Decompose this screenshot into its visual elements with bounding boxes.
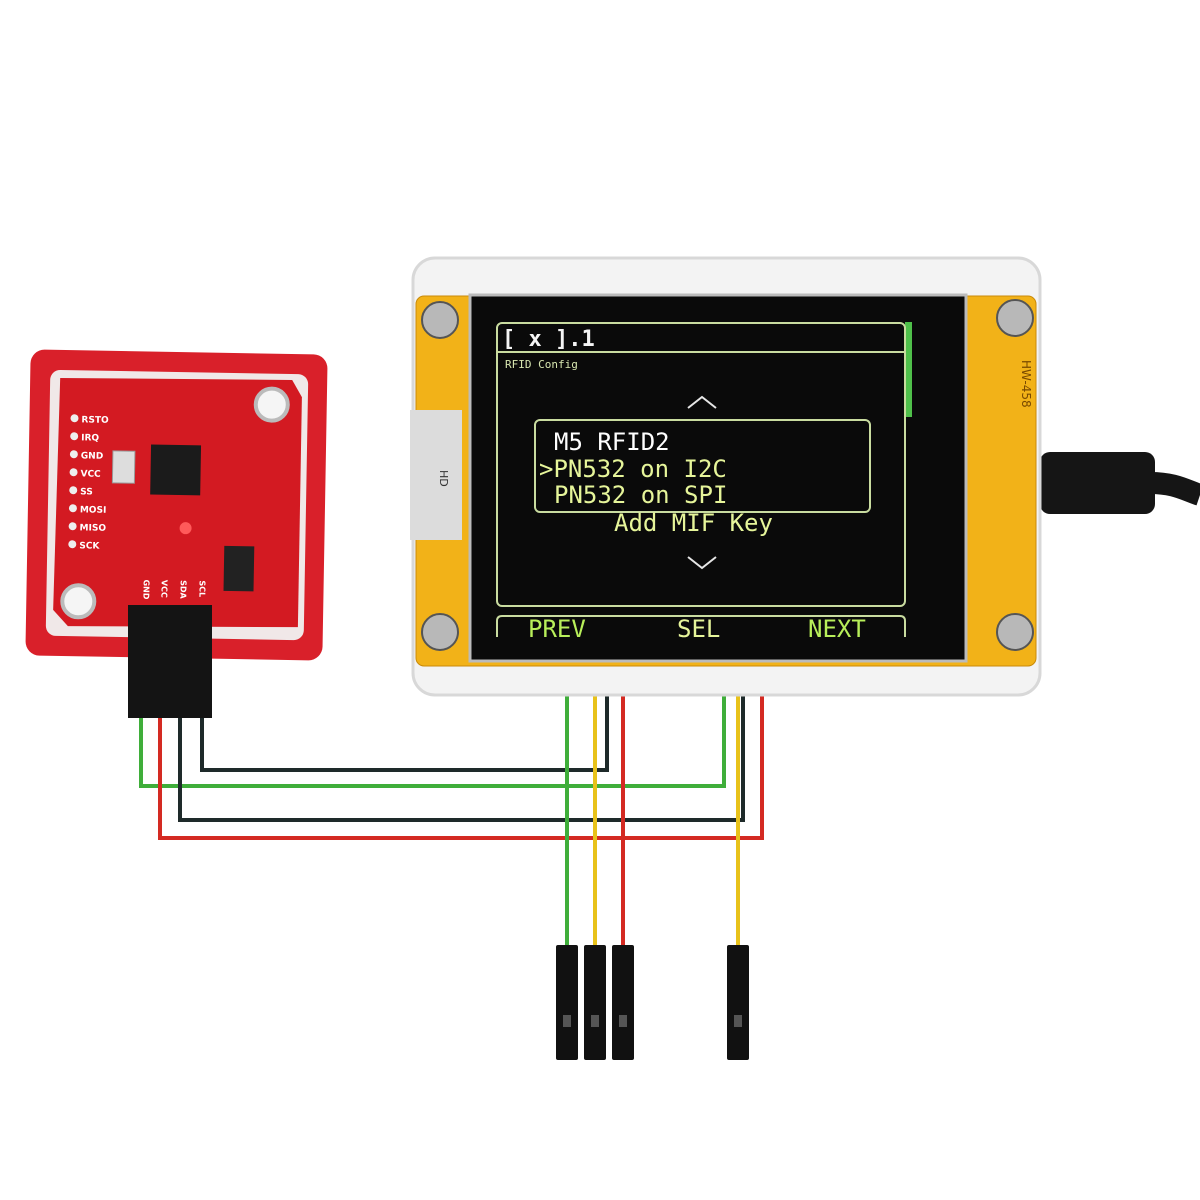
pn532-chip [150, 444, 202, 496]
scroll-up-icon[interactable] [687, 395, 717, 409]
svg-text:SS: SS [80, 487, 93, 497]
display-module: HD HW-458 [ x ].1 RFID Config M5 RFID2 >… [410, 256, 1042, 697]
svg-text:GND: GND [81, 451, 104, 461]
power-led [179, 522, 192, 535]
dip-switch [223, 545, 255, 592]
status-bar: [ x ].1 [502, 327, 595, 352]
svg-text:SCK: SCK [79, 541, 100, 551]
wires [139, 660, 764, 950]
wire-black-sda [178, 660, 745, 822]
svg-text:SCL: SCL [197, 580, 206, 597]
menu-item-add-mif-key[interactable]: Add MIF Key [614, 509, 773, 537]
wire-green-gnd [139, 660, 726, 788]
svg-text:MISO: MISO [79, 523, 106, 533]
svg-text:GND: GND [141, 579, 150, 599]
sel-button[interactable]: SEL [677, 615, 720, 643]
svg-text:RSTO: RSTO [81, 415, 109, 425]
scroll-down-icon[interactable] [687, 556, 717, 570]
pin-labels: RSTO IRQ GND VCC SS MOSI MISO SCK [68, 414, 109, 552]
screws [421, 299, 1034, 651]
board-label: HW-458 [1019, 360, 1033, 408]
svg-text:IRQ: IRQ [81, 433, 99, 443]
svg-text:VCC: VCC [80, 469, 101, 479]
lcd-screen [468, 293, 968, 663]
menu-selection-box [534, 419, 871, 513]
wire-black-scl [200, 660, 609, 772]
side-label: HD [437, 470, 450, 487]
usb-cable [1040, 452, 1200, 514]
menu-item-pn532-i2c[interactable]: >PN532 on I2C [539, 455, 727, 483]
screen-title: RFID Config [505, 358, 578, 371]
wire-red-vcc [158, 660, 764, 840]
next-button[interactable]: NEXT [808, 615, 866, 643]
menu-item-pn532-spi[interactable]: PN532 on SPI [554, 481, 727, 509]
svg-text:VCC: VCC [159, 580, 168, 598]
dupont-connectors [556, 945, 749, 1060]
svg-text:MOSI: MOSI [80, 505, 107, 515]
svg-text:SDA: SDA [178, 580, 187, 600]
header-connector [128, 605, 212, 718]
menu-item-m5-rfid2[interactable]: M5 RFID2 [554, 428, 670, 456]
prev-button[interactable]: PREV [528, 615, 586, 643]
rfid-board: RSTO IRQ GND VCC SS MOSI MISO SCK GND VC… [25, 349, 328, 661]
scroll-indicator [905, 322, 912, 417]
